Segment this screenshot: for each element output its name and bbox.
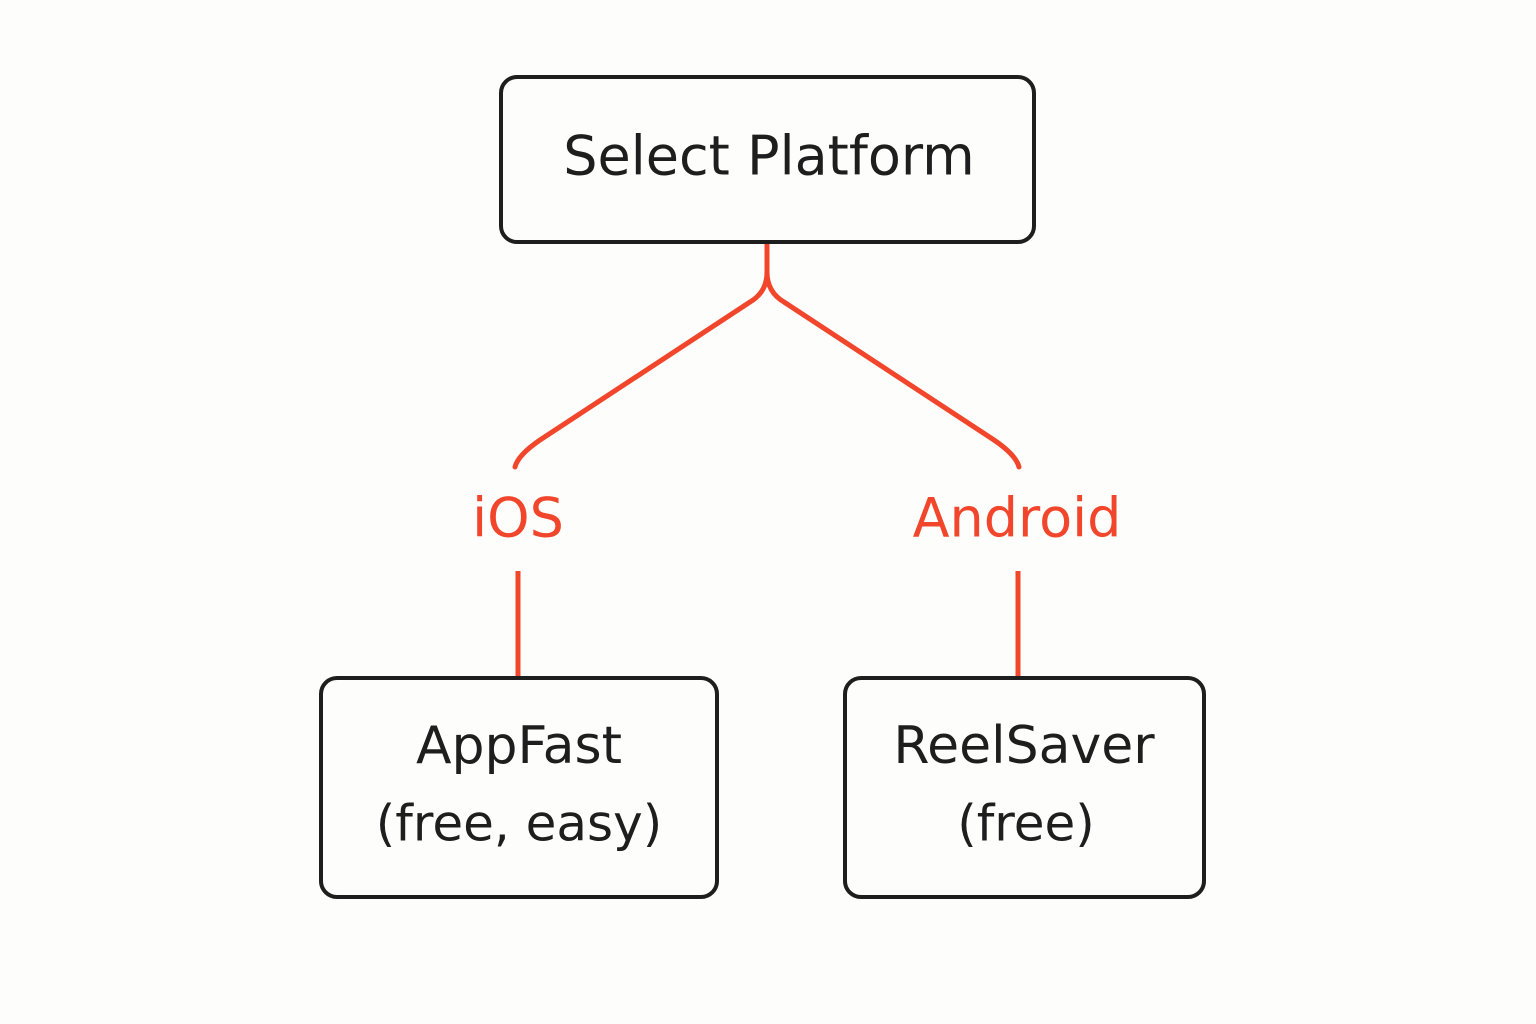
result-node-reelsaver-box — [843, 676, 1206, 899]
branch-android: Android ReelSaver (free) — [843, 487, 1206, 899]
root-stem-connector — [747, 241, 770, 305]
root-connectors — [512, 241, 1022, 470]
root-node: Select Platform — [499, 75, 1036, 244]
root-node-label: Select Platform — [563, 125, 975, 188]
result-node-reelsaver-title: ReelSaver — [893, 716, 1155, 776]
branch-label-ios: iOS — [472, 487, 564, 550]
result-node-appfast-title: AppFast — [416, 716, 622, 776]
connector-root-to-ios — [512, 299, 753, 470]
branch-ios: iOS AppFast (free, easy) — [319, 487, 719, 899]
branch-label-android: Android — [913, 487, 1122, 550]
connector-root-to-android — [764, 269, 1022, 470]
result-node-reelsaver: ReelSaver (free) — [843, 676, 1206, 899]
result-node-reelsaver-note: (free) — [957, 795, 1095, 853]
root-node-box — [499, 75, 1036, 244]
result-node-appfast: AppFast (free, easy) — [319, 676, 719, 899]
result-node-appfast-box — [319, 676, 719, 899]
result-node-appfast-note: (free, easy) — [376, 795, 662, 853]
